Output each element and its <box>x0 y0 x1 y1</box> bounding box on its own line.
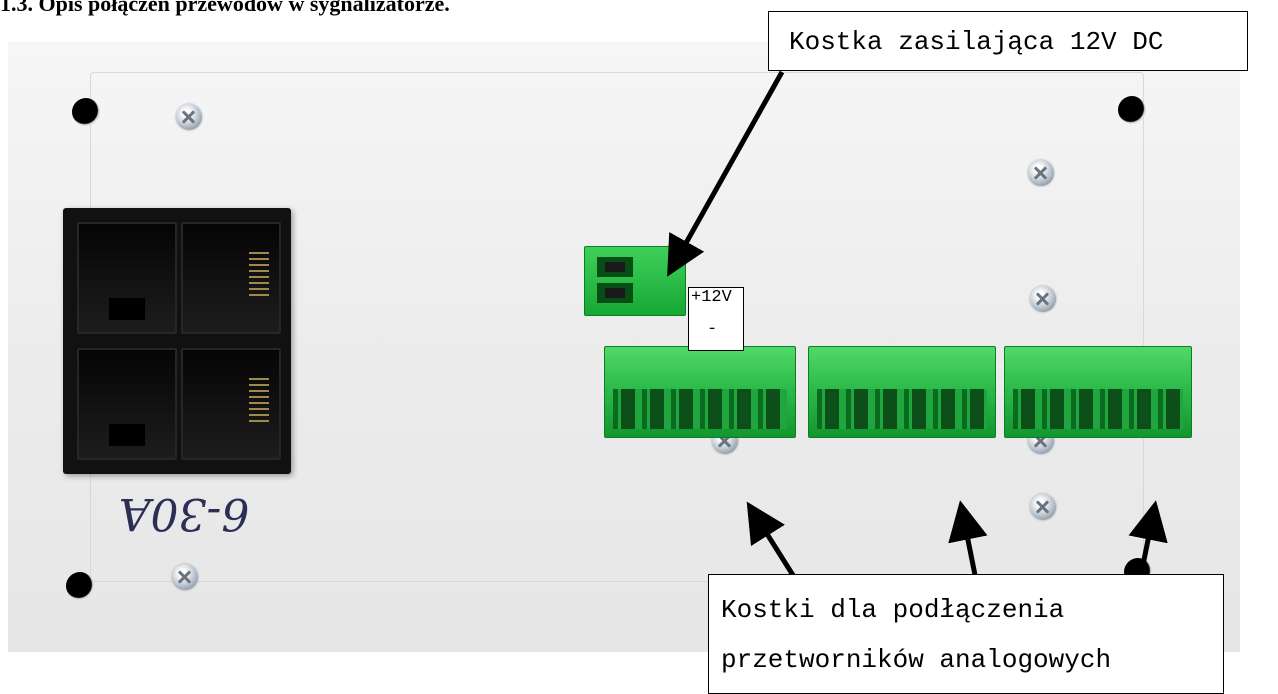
screw-icon <box>1030 494 1056 520</box>
mounting-hole-top-left <box>72 98 100 126</box>
analog-callout-line1: Kostki dla podłączenia <box>721 595 1065 625</box>
rj-port <box>181 348 281 460</box>
screw-icon <box>176 104 202 130</box>
power-terminal-callout: Kostka zasilająca 12V DC <box>768 11 1248 71</box>
analog-arrow-2 <box>948 500 988 581</box>
polarity-plus-label: +12V <box>691 288 732 307</box>
polarity-minus-label: - <box>707 320 718 339</box>
section-heading: 1.3. Opis połączeń przewodów w sygnaliza… <box>0 0 450 16</box>
analog-callout-line2: przetworników analogowych <box>721 645 1112 675</box>
analog-terminal-strip-3 <box>1004 346 1192 438</box>
rj-port <box>77 222 177 334</box>
analog-terminal-strip-1 <box>604 346 796 438</box>
mounting-hole-top-right <box>1118 96 1146 124</box>
rj-port <box>77 348 177 460</box>
power-arrow <box>667 70 785 277</box>
mounting-hole-bottom-left <box>66 572 94 600</box>
screw-icon <box>1030 286 1056 312</box>
screw-icon <box>1028 160 1054 186</box>
analog-arrow-1 <box>746 501 799 582</box>
analog-arrow-3 <box>1128 500 1168 581</box>
rj-connector-block <box>63 208 291 474</box>
rj-port <box>181 222 281 334</box>
analog-terminals-callout: Kostki dla podłączenia przetworników ana… <box>708 574 1224 694</box>
polarity-label: +12V - <box>688 287 744 351</box>
analog-terminal-strip-2 <box>808 346 996 438</box>
screw-icon <box>172 564 198 590</box>
